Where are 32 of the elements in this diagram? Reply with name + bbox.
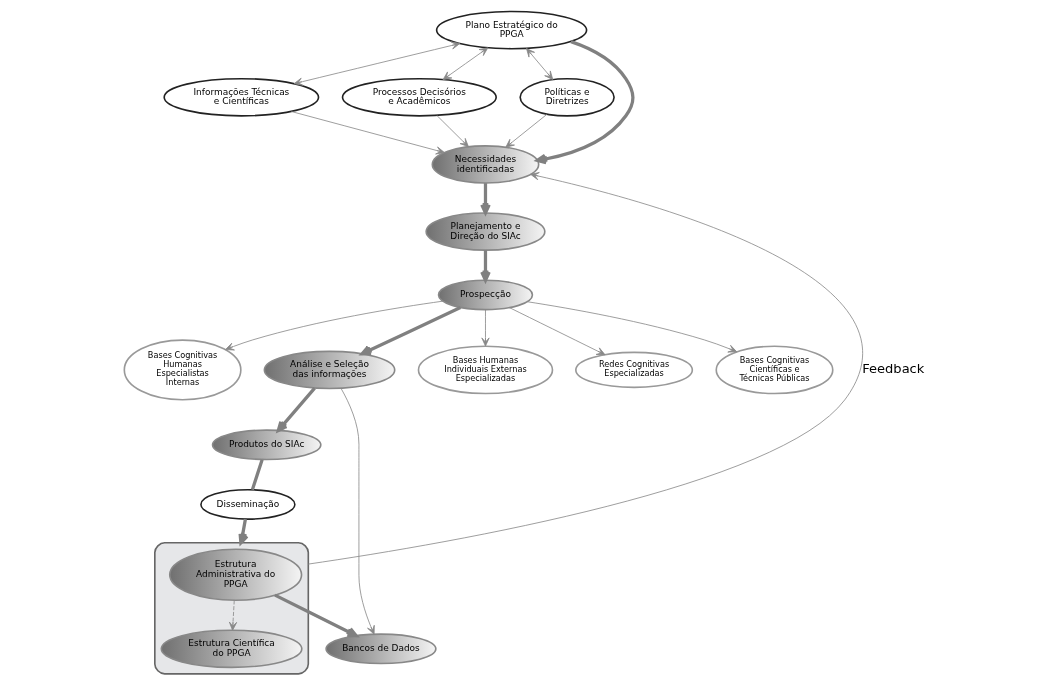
arrow bbox=[276, 387, 316, 433]
arrow bbox=[526, 48, 554, 80]
arrow bbox=[307, 172, 863, 565]
arrow bbox=[228, 600, 238, 631]
node-ellipse: Políticas e Diretrizes bbox=[519, 77, 615, 117]
arrow bbox=[290, 111, 445, 155]
node-ellipse: Análise e Seleção das informações bbox=[263, 350, 396, 390]
arrow bbox=[535, 40, 635, 165]
node-ellipse: Planejamento e Direção do SIAc bbox=[425, 212, 546, 251]
node-ellipse: Estrutura Administrativa do PPGA bbox=[168, 548, 303, 602]
node-ellipse: Redes Cognitivas Especializadas bbox=[575, 351, 694, 389]
node-ellipse: Processos Decisórios e Acadêmicos bbox=[341, 77, 497, 117]
node-ellipse: Prospecção bbox=[437, 279, 534, 311]
node-ellipse: Produtos do SIAc bbox=[211, 429, 322, 461]
node-ellipse: Bancos de Dados bbox=[325, 633, 437, 665]
arrow bbox=[225, 300, 444, 351]
arrow bbox=[505, 113, 548, 148]
arrow bbox=[442, 47, 489, 81]
edge-label: Feedback bbox=[862, 361, 925, 376]
node-ellipse: Bases Humanas Individuais Externas Especializadas bbox=[417, 345, 554, 395]
node-ellipse: Estrutura Científica do PPGA bbox=[160, 629, 303, 669]
arrow bbox=[480, 250, 491, 283]
cluster bbox=[154, 542, 310, 675]
arrow bbox=[293, 41, 461, 86]
connector bbox=[250, 459, 264, 491]
arrow bbox=[480, 183, 491, 215]
arrow bbox=[509, 307, 606, 356]
arrow bbox=[340, 387, 375, 635]
arrow bbox=[436, 114, 469, 148]
node-ellipse: Disseminação bbox=[200, 488, 296, 520]
arrow bbox=[526, 301, 738, 353]
arrow bbox=[481, 309, 490, 347]
